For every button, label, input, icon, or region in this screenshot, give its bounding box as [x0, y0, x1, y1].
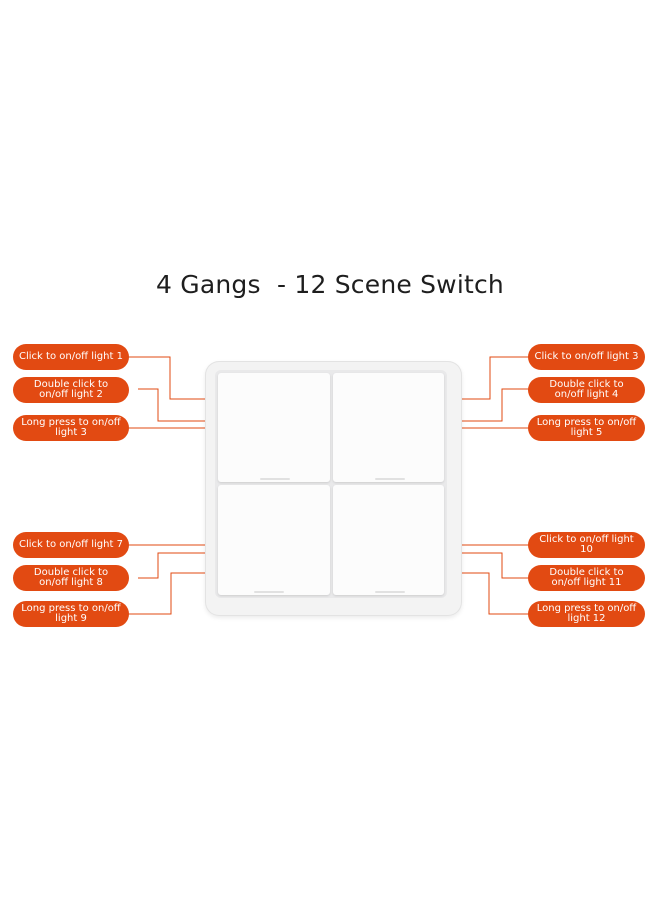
gang-button-top-right[interactable] — [333, 373, 444, 482]
label-long-press-light-12: Long press to on/off light 12 — [528, 601, 645, 627]
gang-button-bottom-left[interactable] — [218, 485, 330, 595]
label-double-click-light-2: Double click to on/off light 2 — [13, 377, 129, 403]
gang-button-top-left[interactable] — [218, 373, 330, 482]
leader-line-r2 — [437, 388, 530, 422]
label-long-press-light-5: Long press to on/off light 5 — [528, 415, 645, 441]
label-long-press-light-3: Long press to on/off light 3 — [13, 415, 129, 441]
leader-line-r5 — [437, 552, 530, 579]
leader-line-r6 — [437, 572, 530, 615]
label-double-click-light-11: Double click to on/off light 11 — [528, 565, 645, 591]
label-click-light-3-right: Click to on/off light 3 — [528, 344, 645, 370]
label-long-press-light-9: Long press to on/off light 9 — [13, 601, 129, 627]
leader-line-l6 — [126, 572, 224, 615]
gang-indicator — [254, 591, 284, 593]
leader-line-l1 — [126, 356, 224, 400]
leader-line-r1 — [437, 356, 530, 400]
leader-line-l2 — [138, 388, 224, 422]
gang-indicator — [375, 591, 405, 593]
label-click-light-10: Click to on/off light 10 — [528, 532, 645, 558]
label-click-light-1: Click to on/off light 1 — [13, 344, 129, 370]
label-click-light-7: Click to on/off light 7 — [13, 532, 129, 558]
gang-indicator — [260, 478, 290, 480]
page-title: 4 Gangs - 12 Scene Switch — [156, 270, 504, 299]
gang-button-bottom-right[interactable] — [333, 485, 444, 595]
gang-indicator — [375, 478, 405, 480]
label-double-click-light-8: Double click to on/off light 8 — [13, 565, 129, 591]
leader-line-l5 — [138, 552, 224, 579]
label-double-click-light-4: Double click to on/off light 4 — [528, 377, 645, 403]
